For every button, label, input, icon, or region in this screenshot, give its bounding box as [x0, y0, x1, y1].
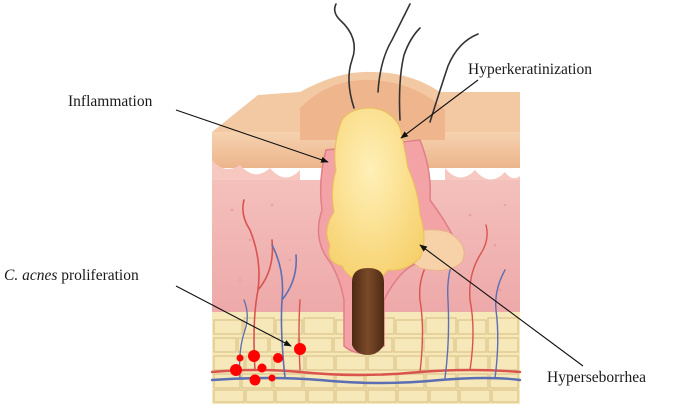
label-c-acnes-rest: proliferation [57, 267, 139, 284]
dermis-texture [230, 203, 507, 292]
leader-inflammation [175, 109, 329, 163]
leader-c-acnes [175, 285, 292, 347]
vein [210, 376, 522, 385]
sebum-plug [326, 107, 425, 286]
c-acnes-bacteria [230, 343, 306, 386]
leader-hyperkeratinization [400, 79, 479, 139]
follicle [317, 107, 465, 355]
label-inflammation: Inflammation [68, 93, 153, 110]
leader-hyperseborrhea [419, 244, 584, 367]
blood-vessels [210, 199, 522, 385]
hair-root [352, 268, 384, 355]
label-c-acnes-species: C. acnes [4, 267, 58, 284]
label-c-acnes-proliferation: C. acnes proliferation [4, 268, 139, 284]
label-hyperseborrhea: Hyperseborrhea [547, 369, 646, 386]
label-hyperkeratinization: Hyperkeratinization [468, 61, 592, 78]
hairs [333, 3, 479, 123]
leader-lines [175, 79, 584, 367]
